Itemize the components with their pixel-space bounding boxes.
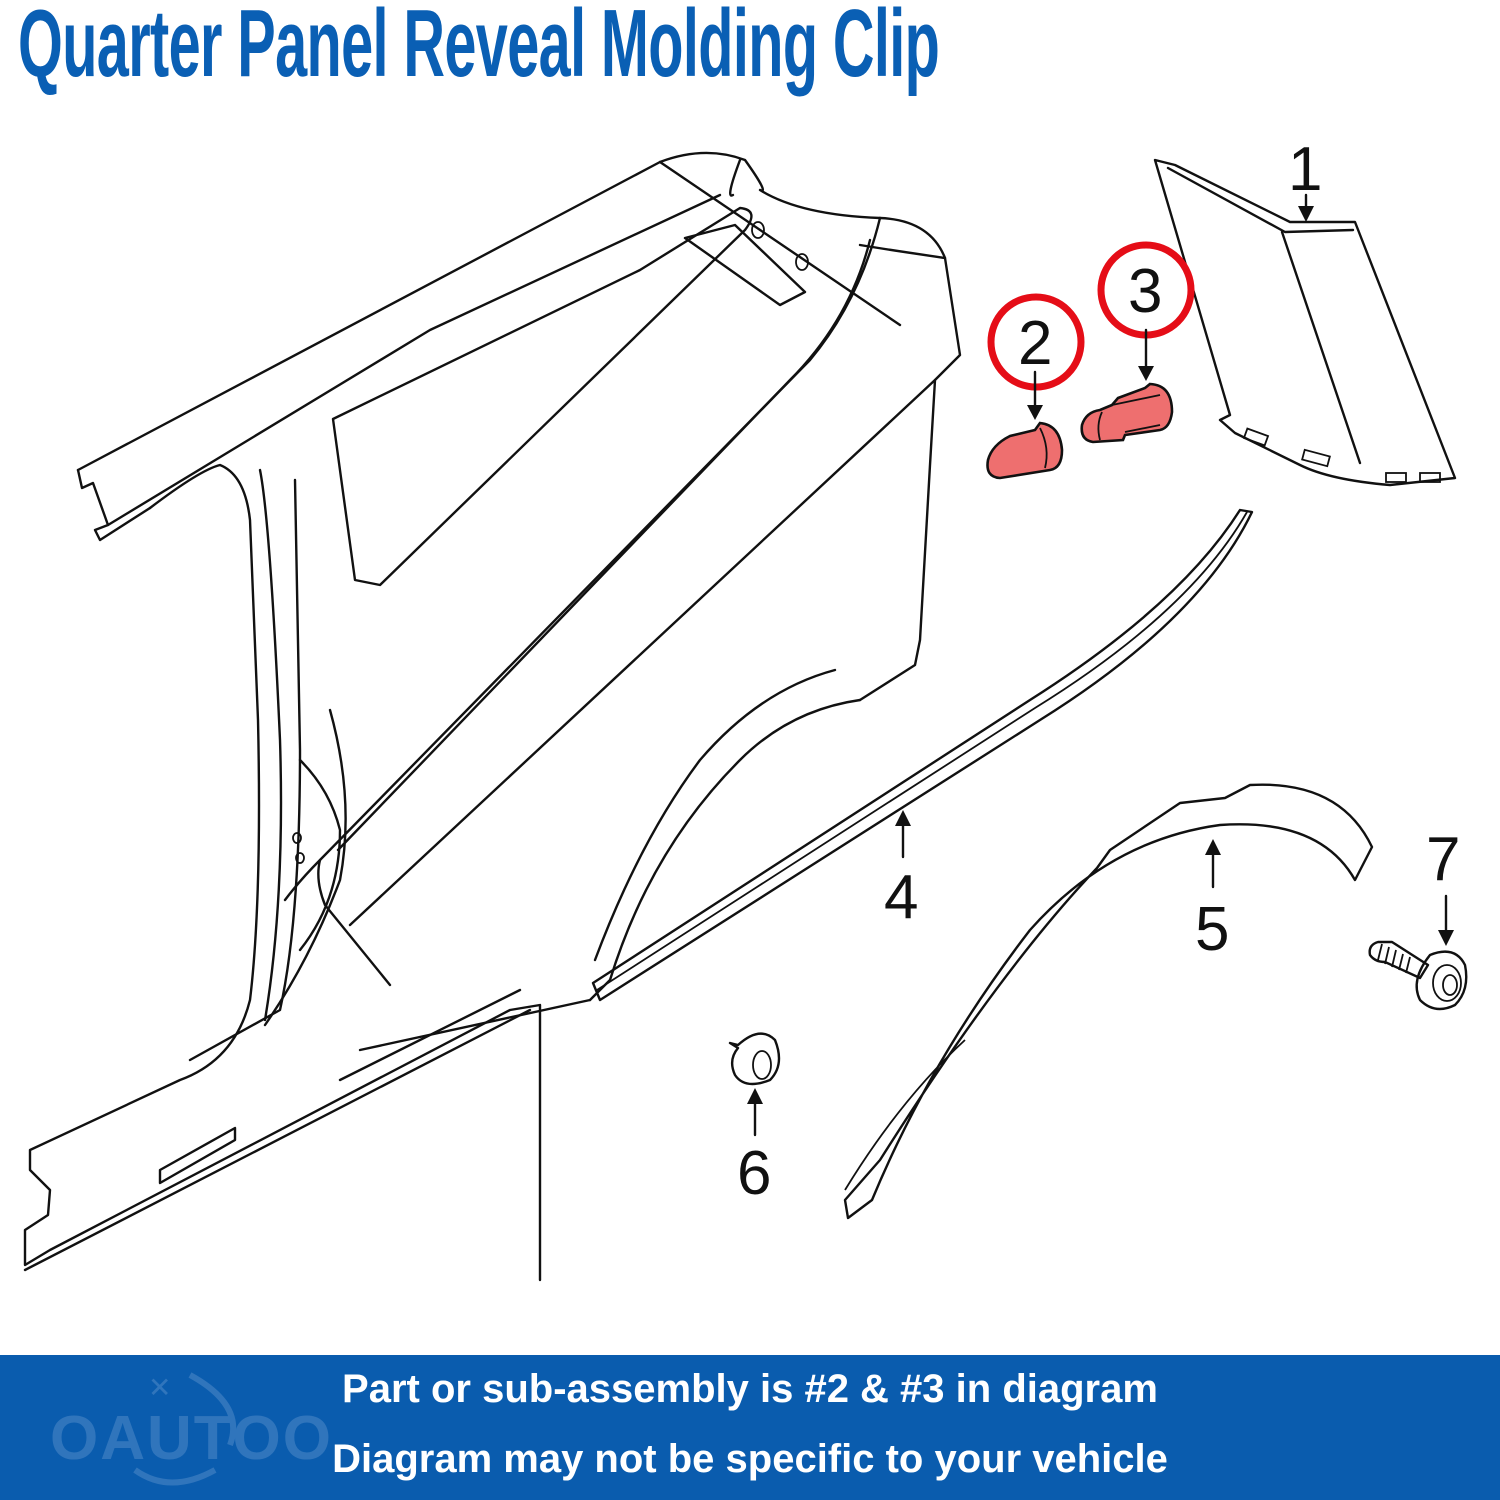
callout-3[interactable]: 3 <box>1097 241 1195 381</box>
watermark-text: OAUTOO <box>50 1404 333 1473</box>
callout-6-label: 6 <box>737 1139 771 1208</box>
callout-4-label: 4 <box>884 863 918 932</box>
callout-1-label: 1 <box>1288 135 1322 204</box>
part-3-clip-long[interactable] <box>1080 382 1174 444</box>
parts-diagram: 1 2 3 4 5 <box>23 135 1468 1282</box>
part-4-reveal-molding[interactable] <box>591 508 1254 1002</box>
callout-5-label: 5 <box>1195 895 1229 964</box>
callout-3-label: 3 <box>1128 257 1162 326</box>
part-7-screw[interactable] <box>1368 940 1468 1011</box>
arrow-2-icon <box>1027 405 1043 420</box>
part-1-trim-panel[interactable] <box>1153 158 1457 487</box>
part-6-retainer[interactable] <box>728 1032 781 1086</box>
footer-line-2: Diagram may not be specific to your vehi… <box>332 1437 1168 1481</box>
arrow-4-icon <box>895 810 911 826</box>
arrow-7-icon <box>1438 930 1454 946</box>
arrow-6-icon <box>747 1088 763 1104</box>
footer-line-1: Part or sub-assembly is #2 & #3 in diagr… <box>342 1367 1158 1411</box>
part-2-clip-short[interactable] <box>986 421 1064 480</box>
arrow-1-icon <box>1298 206 1314 222</box>
callout-2-label: 2 <box>1018 309 1052 378</box>
arrow-5-icon <box>1205 839 1221 855</box>
callout-7-label: 7 <box>1426 825 1460 894</box>
quarter-panel-body <box>23 151 962 1282</box>
page-title: Quarter Panel Reveal Molding Clip <box>18 0 940 97</box>
part-5-wheel-molding[interactable] <box>843 783 1374 1220</box>
svg-text:✕: ✕ <box>148 1371 171 1404</box>
arrow-3-icon <box>1138 366 1154 381</box>
footer-banner: Part or sub-assembly is #2 & #3 in diagr… <box>0 1355 1500 1500</box>
logo-swoosh-icon: ✕ <box>133 1371 237 1486</box>
watermark-logo: ✕ OAUTOO <box>30 1365 333 1495</box>
callout-2[interactable]: 2 <box>987 293 1085 420</box>
